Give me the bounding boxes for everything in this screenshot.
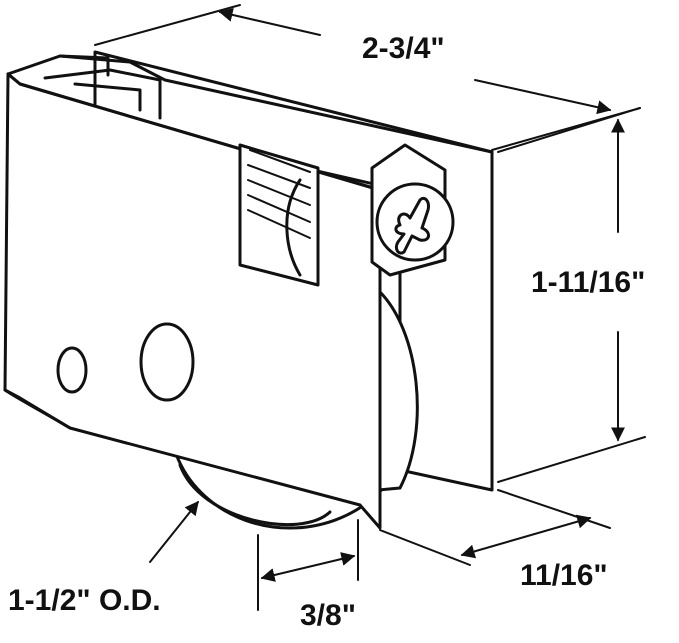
wheel-side xyxy=(376,288,419,492)
housing-top-edge xyxy=(6,54,494,154)
roller-housing xyxy=(3,50,494,530)
depth-arrow xyxy=(460,514,592,559)
length-arrow-left xyxy=(218,8,321,36)
length-label: 2-3/4" xyxy=(362,32,445,65)
height-label: 1-11/16" xyxy=(531,266,645,299)
large-hole xyxy=(139,322,195,402)
small-hole xyxy=(56,346,88,394)
depth-label: 11/16" xyxy=(520,559,608,592)
wheel-width-arrow xyxy=(260,552,356,582)
dimension-lines xyxy=(94,4,646,611)
length-arrow-right xyxy=(474,79,612,115)
wheel-rim xyxy=(178,463,332,526)
phillips-head-icon xyxy=(394,196,430,255)
diameter-leader xyxy=(149,500,199,563)
adjusting-screw xyxy=(370,143,455,277)
wheel-diameter-label: 1-1/2" O.D. xyxy=(8,584,161,617)
wheel-width-label: 3/8" xyxy=(300,599,356,632)
